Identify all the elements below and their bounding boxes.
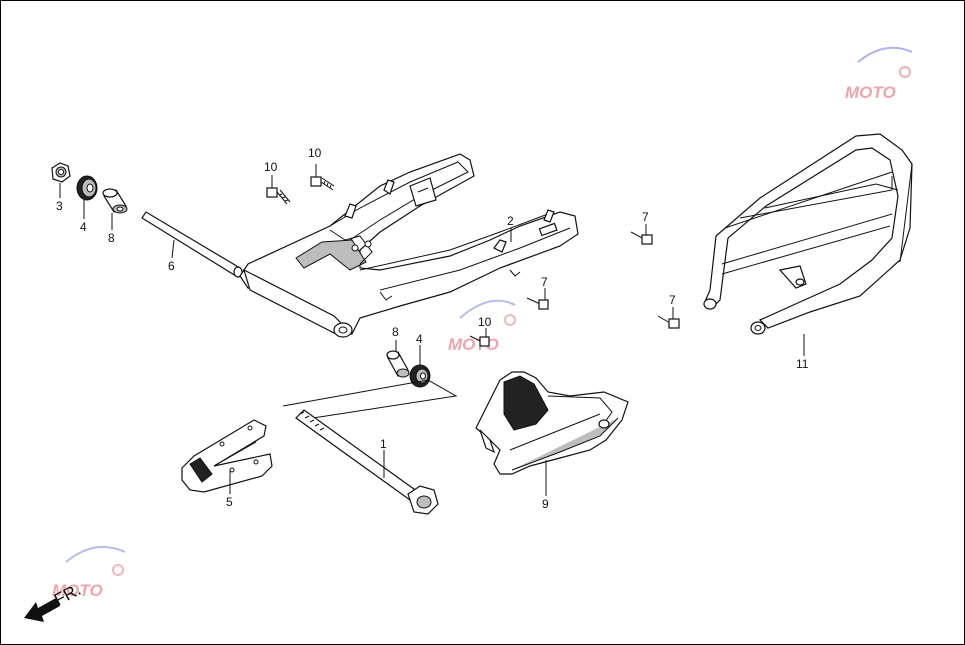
axle-reference-line [282,379,458,421]
callout-7: 7 [541,275,548,289]
part-11-chain-guard [703,133,913,335]
part-7-bolt-c [657,315,680,329]
part-9-chain-cover [475,371,629,475]
watermark-text: MOTO [52,581,103,600]
callout-7: 7 [642,210,649,224]
callout-10: 10 [308,146,322,160]
watermark-text: MOTO [845,83,896,102]
watermark-bottom-left: MOTO [52,545,126,600]
part-7-bolt-b [526,297,549,310]
part-8-bearing-lower [386,350,410,378]
callout-6: 6 [168,259,175,273]
part-10-bolt-a [266,187,291,205]
callout-8: 8 [392,325,399,339]
callout-9: 9 [542,497,549,511]
part-7-bolt-a [630,231,653,245]
callout-5: 5 [226,495,233,509]
callout-7: 7 [669,293,676,307]
callout-2: 2 [507,214,514,228]
callout-4: 4 [416,332,423,346]
part-10-bolt-b [310,176,335,191]
part-5-chain-slider [181,419,273,493]
part-6-shaft [141,211,243,278]
callout-8: 8 [108,231,115,245]
callout-4: 4 [80,220,87,234]
callouts: 3 4 8 6 10 10 2 7 7 7 11 8 4 10 1 5 9 [56,146,809,511]
callout-10: 10 [478,315,492,329]
arrow-icon [24,598,60,622]
watermark-top-right: MOTO [845,46,913,102]
part-2-swing-arm [239,153,579,338]
part-8-bearing-upper [102,188,128,214]
callout-3: 3 [56,199,63,213]
callout-11: 11 [796,357,809,371]
part-4-washer-lower [409,364,431,388]
part-10-bolt-c [469,335,490,347]
part-1-axle-bolt [295,409,439,515]
part-4-washer-upper [76,175,98,201]
leader-lines [59,164,805,496]
callout-1: 1 [380,437,387,451]
callout-10: 10 [264,160,278,174]
part-3-nut [51,162,71,183]
